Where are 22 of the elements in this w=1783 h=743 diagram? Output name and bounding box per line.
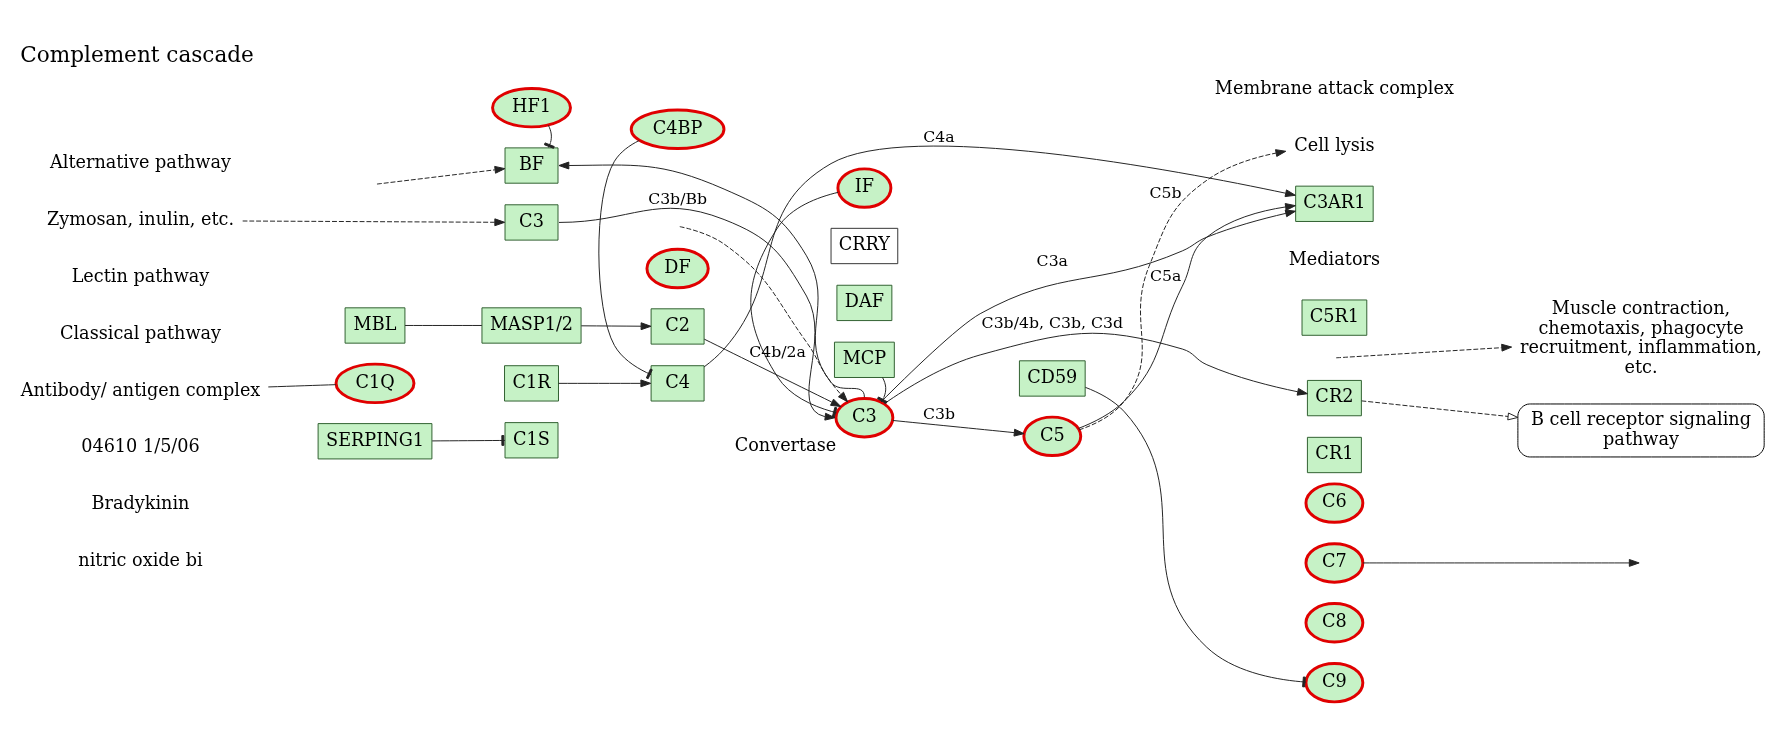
label: Bradykinin (91, 493, 190, 514)
label: Alternative pathway (50, 151, 231, 172)
label: nitric oxide bi (78, 550, 203, 571)
edge-label: C3b/4b, C3b, C3d (981, 313, 1123, 333)
edge-label: C4a (923, 126, 955, 146)
edge-label: C5a (1149, 266, 1182, 286)
edge-label: C3b (922, 404, 955, 424)
node-text: Antibody/ antigen complex (20, 379, 261, 400)
edge-label: C3b/Bb (648, 188, 708, 208)
node-label: Convertase (734, 435, 837, 456)
edge-label: C4b/2a (749, 341, 806, 361)
edge-label: C5b (1149, 182, 1182, 202)
label: 04610 1/5/06 (81, 436, 200, 457)
label: Membrane attack complex (1214, 78, 1454, 99)
diagram-title: Complement cascade (20, 42, 254, 68)
node-text: Cell lysis (1294, 135, 1375, 156)
label: Classical pathway (59, 322, 222, 343)
node-text: Muscle contraction, chemotaxis, phagocyte recruitment, inflammation, etc. (1520, 298, 1762, 377)
node-text: Zymosan, inulin, etc. (46, 208, 235, 229)
edge-label: C3a (1036, 251, 1068, 271)
label: Mediators (1288, 249, 1381, 270)
label: Lectin pathway (71, 265, 210, 286)
